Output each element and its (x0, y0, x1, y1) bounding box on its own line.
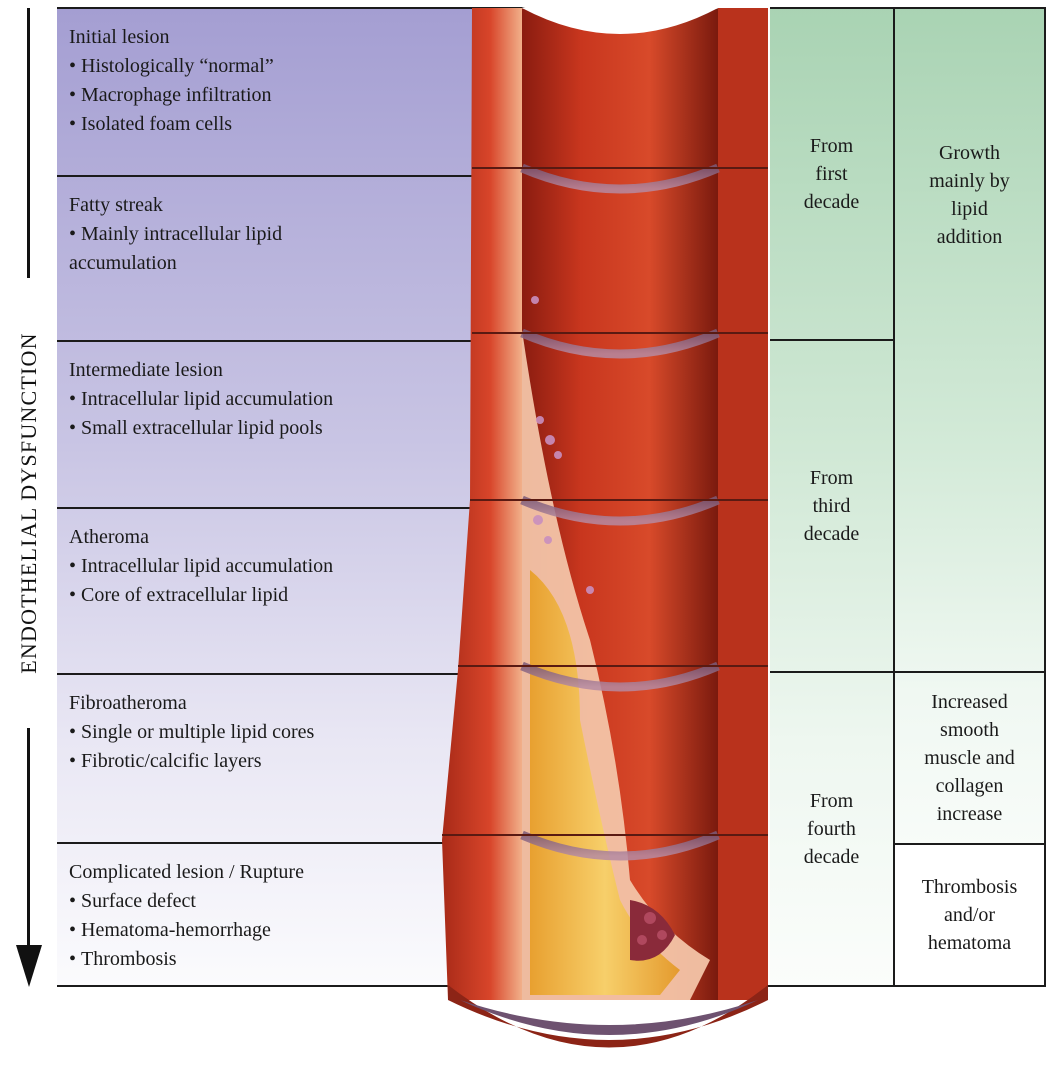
stage-title: Fatty streak (69, 191, 377, 220)
growth-label: Thrombosis and/or hematoma (910, 873, 1030, 957)
axis-label: ENDOTHELIAL DYSFUNCTION (16, 332, 42, 673)
growth-label: Increased smooth muscle and collagen inc… (910, 688, 1030, 828)
artery-illustration (430, 0, 775, 1072)
axis-line-top (27, 8, 30, 278)
onset-label: From third decade (797, 464, 867, 548)
onset-label: From fourth decade (797, 787, 867, 871)
endothelial-dysfunction-axis: ENDOTHELIAL DYSFUNCTION (0, 0, 56, 1000)
onset-first-decade: From first decade (770, 7, 895, 341)
onset-fourth-decade: From fourth decade (770, 671, 895, 987)
onset-third-decade: From third decade (770, 339, 895, 673)
artery-outer-wall (442, 8, 522, 1000)
growth-lipid-addition: Growth mainly by lipid addition (893, 7, 1046, 673)
down-arrow-icon (16, 945, 42, 987)
stage-item: Mainly intracellular lipid accumulation (69, 220, 377, 278)
growth-thrombosis: Thrombosis and/or hematoma (893, 843, 1046, 987)
growth-smooth-muscle: Increased smooth muscle and collagen inc… (893, 671, 1046, 845)
onset-label: From first decade (797, 132, 867, 216)
axis-line-bottom (27, 728, 30, 950)
growth-label: Growth mainly by lipid addition (922, 139, 1017, 251)
